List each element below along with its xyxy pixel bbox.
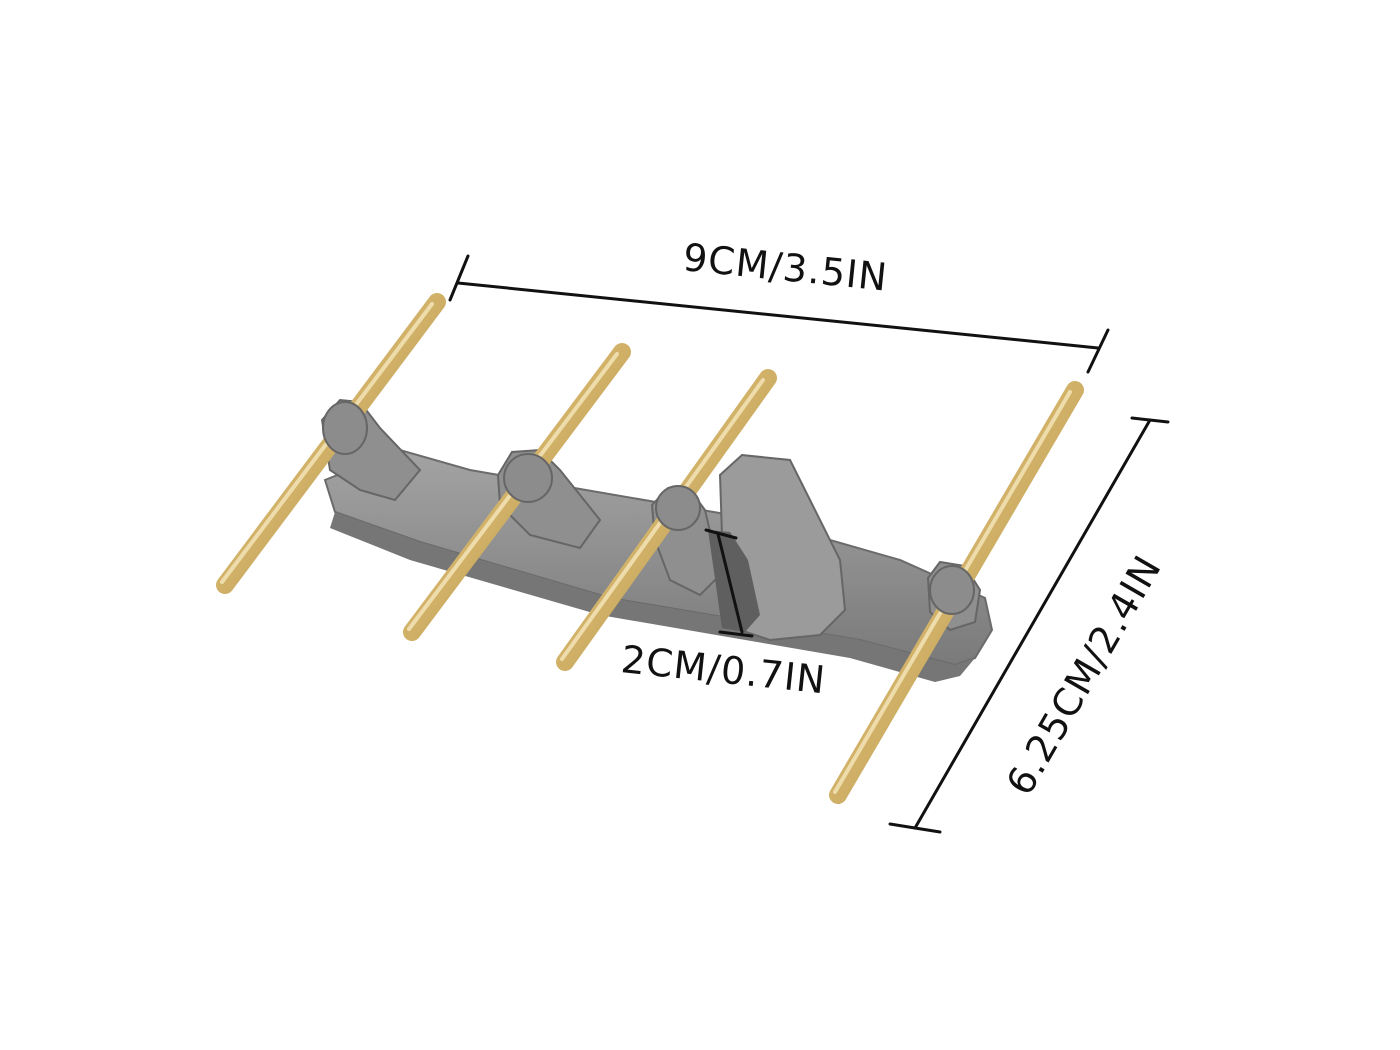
height-dimension-tick-bottom — [888, 822, 942, 834]
length-dimension-tick-left — [448, 254, 470, 302]
bracket-clip-slot — [708, 530, 760, 632]
bracket-bar-front — [330, 512, 975, 682]
height-dimension-label: 6.25CM/2.4IN — [998, 548, 1171, 803]
clip-width-dimension-tick-bottom — [718, 630, 754, 638]
rod-collars — [322, 401, 975, 615]
length-dimension-tick-right — [1086, 328, 1110, 374]
clip-width-dimension-line — [716, 532, 744, 634]
length-dimension-label: 9CM/3.5IN — [681, 235, 890, 300]
clip-width-dimension-tick-top — [704, 528, 738, 540]
length-dimension: 9CM/3.5IN — [448, 235, 1110, 374]
rod-collar-1 — [322, 401, 368, 455]
height-dimension-tick-top — [1130, 416, 1170, 424]
rod-collar-3 — [655, 485, 701, 531]
rod-collar-4 — [929, 565, 975, 615]
length-dimension-line — [456, 281, 1100, 350]
antenna-rods — [216, 293, 1084, 804]
height-dimension-line — [913, 418, 1152, 830]
rod-collar-2 — [503, 453, 553, 503]
